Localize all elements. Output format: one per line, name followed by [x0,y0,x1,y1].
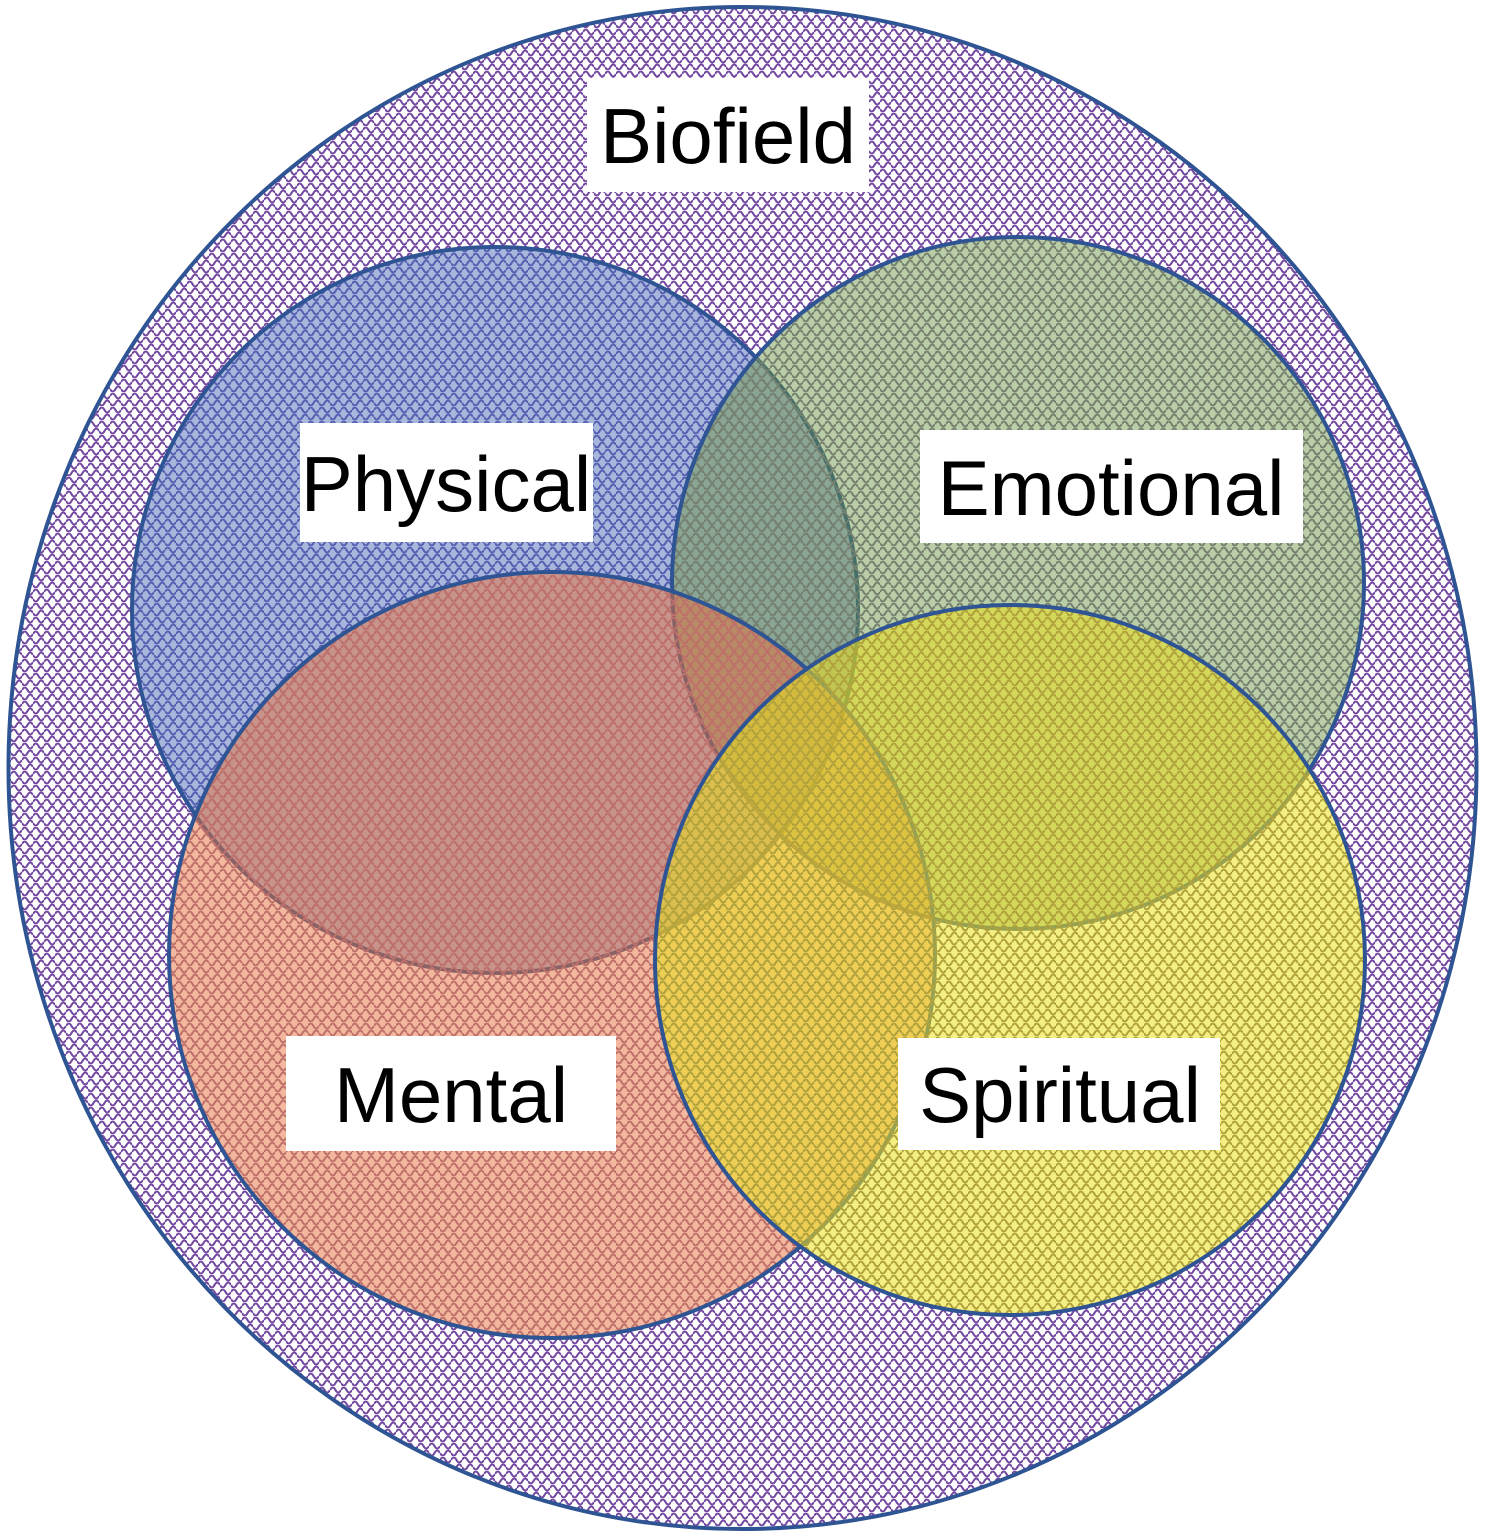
spiritual-circle [653,603,1367,1317]
spiritual-outline [653,603,1367,1317]
mental-label-text: Mental [334,1051,568,1139]
physical-label-text: Physical [301,440,591,528]
spiritual-label-text: Spiritual [919,1051,1201,1139]
biofield-label: Biofield [587,78,869,192]
spiritual-label: Spiritual [898,1038,1220,1150]
mental-label: Mental [286,1036,616,1151]
biofield-outline [6,5,1479,1531]
spiritual-pattern [655,605,1365,1315]
emotional-label: Emotional [920,430,1303,543]
emotional-label-text: Emotional [938,444,1285,532]
physical-label: Physical [300,423,593,542]
biofield-label-text: Biofield [600,92,856,180]
